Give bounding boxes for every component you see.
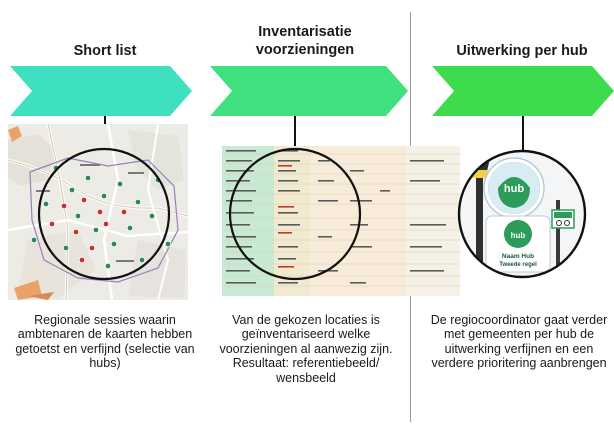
region-map-image: [8, 124, 188, 300]
step2-heading: Inventarisatie voorzieningen: [255, 24, 355, 58]
hub-name-line1: Naam Hub: [502, 253, 534, 260]
step2-chevron: [210, 66, 408, 116]
step1-heading: Short list: [73, 43, 137, 59]
hub-logo-text: hub: [504, 183, 524, 195]
step2-description: Van de gekozen locaties is geïnventarise…: [219, 313, 393, 385]
step3-chevron: [432, 66, 614, 116]
step2-connector: [294, 116, 296, 150]
step1-description: Regionale sessies waarin ambtenaren de k…: [15, 313, 195, 371]
step3-description: De regiocoordinator gaat verder met geme…: [430, 313, 608, 371]
step3-connector: [522, 116, 524, 152]
hub-name-line2: Tweede regel: [499, 262, 537, 268]
hub-sign-image: hub hub Naam Hub Tweede regel: [457, 149, 587, 279]
hub-sign-logo-text: hub: [511, 231, 526, 240]
step3-heading: Uitwerking per hub: [456, 43, 588, 59]
inventory-table-image: [222, 146, 460, 296]
step1-chevron: [10, 66, 192, 116]
